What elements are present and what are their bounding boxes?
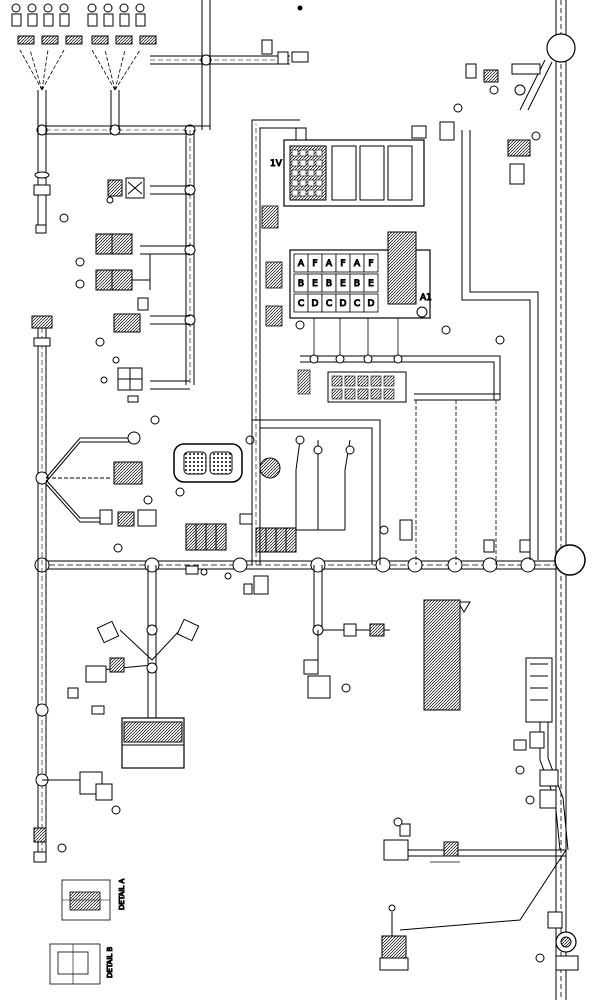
relay-cell-letter: F	[312, 259, 317, 269]
relay-cell	[363, 253, 379, 273]
lower-left-relay	[33, 771, 121, 863]
center-left-harness	[75, 130, 196, 403]
right-branches	[379, 393, 531, 565]
upper-loop-harness	[251, 119, 381, 565]
ring-terminals	[295, 435, 355, 531]
relay-cell-letter: C	[326, 299, 332, 309]
ecu-connector	[173, 435, 281, 497]
relay-cell-letter: C	[354, 299, 360, 309]
upper-right-harness	[411, 59, 553, 560]
left-harness	[31, 315, 53, 860]
relay-cell-letter: F	[340, 259, 345, 269]
relay-cell-letter: F	[368, 259, 373, 269]
detail-views: DETAIL A DETAIL B	[49, 878, 127, 985]
relay-cell-letter: D	[312, 299, 319, 309]
detail-label-a: DETAIL A	[118, 878, 126, 910]
relay-cell	[363, 273, 379, 293]
main-bus	[34, 557, 556, 573]
detail-label-b: DETAIL B	[106, 946, 114, 978]
relay-cell-letter: C	[298, 299, 304, 309]
fuse-panel-upper-label: 1V	[270, 159, 283, 169]
relay-cell-letter: A	[354, 259, 361, 269]
fuse-panel-lower-label: A1	[420, 293, 432, 303]
fuse-row	[297, 369, 407, 403]
top-harness	[150, 0, 309, 130]
relay-drops	[300, 318, 505, 400]
relay-cell-letter: B	[354, 279, 360, 289]
center-connector-blocks	[185, 513, 297, 595]
relay-cell-letter: B	[326, 279, 332, 289]
center-low-branch	[303, 565, 390, 699]
relay-cell-letter: B	[298, 279, 304, 289]
relay-cell-letter: E	[340, 279, 346, 289]
relay-cell-letter: E	[368, 279, 374, 289]
fuse-panel-upper: 1V	[261, 127, 425, 229]
lower-right-harness	[379, 580, 579, 1000]
upper-left-harness	[11, 3, 196, 234]
note-block	[423, 599, 471, 711]
relay-cell-letter: A	[298, 259, 305, 269]
relay-cell-letter: E	[312, 279, 318, 289]
lower-left-branch	[67, 565, 200, 769]
relay-cell-letter: D	[340, 299, 347, 309]
relay-cell-letter: D	[368, 299, 375, 309]
relay-cell	[363, 293, 379, 313]
left-fanout	[45, 415, 160, 553]
relay-cell-letter: A	[326, 259, 333, 269]
